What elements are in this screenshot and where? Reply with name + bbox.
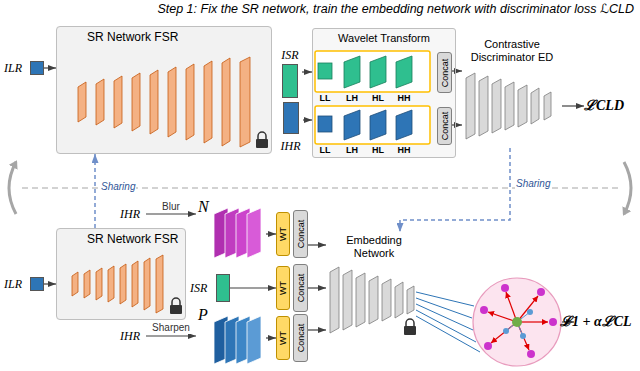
edge-label: Sharing [100, 181, 136, 193]
connector [302, 71, 312, 72]
wavelet-block: WT [276, 266, 290, 310]
concat-block: Concat [437, 107, 452, 145]
node-label: ℒCLD [584, 96, 628, 116]
node-label: P [196, 306, 266, 324]
embedding-lines [416, 292, 480, 352]
node-label: Concat [296, 274, 306, 303]
image-node: ILR [4, 272, 44, 296]
image-label: IHR [114, 328, 146, 344]
edge-label: Blur [161, 201, 181, 213]
node-label: IHR [114, 206, 146, 222]
embedding-space [473, 278, 574, 366]
connector [562, 105, 584, 106]
network-box: SR Network FSR [56, 228, 186, 320]
loss-term: ℒ1 + αℒCL [560, 312, 636, 332]
node-label: ILR [4, 277, 22, 291]
image-thumbnail [216, 274, 230, 302]
concat-block: Concat [293, 264, 308, 312]
panel-fill [56, 26, 272, 154]
node-label: WT [278, 227, 288, 241]
network-layers [72, 57, 250, 313]
lock-icon [170, 132, 416, 335]
connector [146, 335, 196, 336]
band-label: LL [320, 93, 331, 103]
node-label: Wavelet Transform [313, 29, 455, 45]
connector [44, 67, 56, 68]
connector [308, 287, 326, 288]
wavelet-bands [315, 51, 430, 144]
node-label: N [196, 198, 266, 216]
node-label: IHR [114, 328, 146, 344]
cnn-block: Contrastive Discriminator ED [462, 36, 562, 148]
node-label: Embedding Network [326, 232, 422, 260]
node-label: WT [278, 331, 288, 345]
image-node: ISR [190, 272, 230, 304]
node-label: ISR [281, 48, 298, 62]
node-label: Concat [296, 220, 306, 249]
panel-fill [312, 28, 456, 158]
wavelet-block: WT [276, 316, 290, 360]
band-label: LH [346, 93, 358, 103]
concat-block: Concat [437, 52, 452, 93]
connector [308, 329, 326, 330]
image-thumbnail [30, 277, 44, 291]
band-label: LL [320, 145, 331, 155]
image-thumbnail [283, 102, 299, 134]
band-label: HH [398, 93, 411, 103]
image-stack: P [196, 306, 266, 368]
diagram-title: Step 1: Fix the SR network, train the em… [157, 2, 634, 17]
connector [94, 154, 96, 228]
concat-block: Concat [293, 210, 308, 258]
cnn-block: Embedding Network [326, 232, 422, 340]
cycle-arrow [624, 162, 631, 214]
connector [452, 70, 462, 71]
connector [266, 233, 276, 234]
node-label: Concat [296, 324, 306, 353]
node-label: SR Network FSR [57, 27, 271, 45]
image-thumbnail [282, 64, 298, 98]
band-label: HH [398, 145, 411, 155]
connector [266, 337, 276, 338]
node-label: Contrastive Discriminator ED [462, 36, 562, 64]
band-label: HL [372, 145, 384, 155]
loss-term: ℒCLD [584, 96, 628, 116]
image-stack-art [214, 208, 261, 364]
cycle-arrow [9, 162, 16, 214]
connector [303, 119, 312, 120]
image-node: IHR [278, 102, 303, 153]
connector [400, 148, 510, 232]
image-thumbnail [30, 61, 44, 75]
wavelet-block: WT [276, 212, 290, 256]
image-label: IHR [114, 206, 146, 222]
connector [146, 213, 196, 214]
edge-label: Sharing [515, 178, 551, 190]
node-label: ILR [4, 61, 22, 75]
band-label: LH [346, 145, 358, 155]
band-label: HL [372, 93, 384, 103]
connector [230, 287, 276, 288]
node-label: Concat [440, 112, 450, 141]
image-node: ISR [278, 48, 302, 98]
node-label: IHR [281, 139, 301, 153]
node-label: ℒ1 + αℒCL [560, 312, 636, 332]
transform-box: Wavelet TransformConcatConcat [312, 28, 456, 158]
panel-fill [56, 228, 186, 320]
network-box: SR Network FSR [56, 26, 272, 154]
node-label: ISR [190, 281, 207, 295]
node-label: WT [278, 281, 288, 295]
node-label: SR Network FSR [57, 229, 185, 247]
image-node: ILR [4, 56, 44, 80]
concat-block: Concat [293, 314, 308, 362]
connector [44, 283, 56, 284]
connector [308, 244, 326, 245]
image-stack: N [196, 198, 266, 262]
connector [452, 124, 462, 125]
node-label: Concat [440, 58, 450, 87]
edge-label: Sharpen [151, 322, 191, 334]
